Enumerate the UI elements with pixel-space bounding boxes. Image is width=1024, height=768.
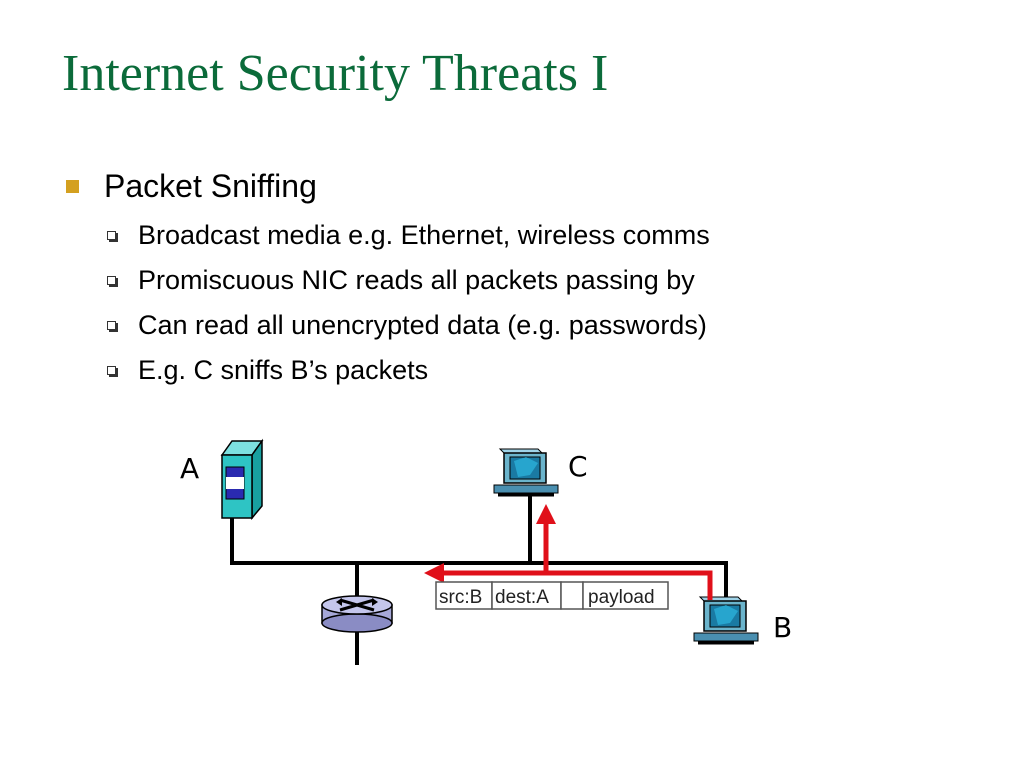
arrowhead-to-a-icon — [424, 563, 444, 583]
hollow-square-bullet-icon — [107, 231, 116, 240]
bullet-packet-sniffing: Packet Sniffing — [66, 166, 317, 206]
sub-bullet: Promiscuous NIC reads all packets passin… — [107, 263, 695, 297]
router-icon — [321, 595, 393, 633]
sub-bullet-text: E.g. C sniffs B’s packets — [138, 355, 429, 385]
arrowhead-to-c-icon — [536, 504, 556, 524]
computer-icon — [493, 448, 559, 497]
packet-flow-arrow — [440, 570, 713, 600]
packet-dest-text: dest:A — [495, 587, 549, 608]
slide-title: Internet Security Threats I — [62, 45, 609, 102]
hollow-square-bullet-icon — [107, 321, 116, 330]
packet-payload-text: payload — [588, 587, 655, 608]
node-label-a: A — [180, 452, 199, 485]
packet-src-text: src:B — [439, 587, 482, 608]
hollow-square-bullet-icon — [107, 276, 116, 285]
packet-field-payload — [582, 581, 669, 610]
sub-bullet: Can read all unencrypted data (e.g. pass… — [107, 308, 707, 342]
sub-bullet-text: Broadcast media e.g. Ethernet, wireless … — [138, 220, 710, 250]
bullet-list: Packet Sniffing Broadcast media e.g. Eth… — [66, 166, 710, 387]
node-label-c: C — [568, 450, 588, 483]
hollow-square-bullet-icon — [107, 366, 116, 375]
node-label-b: B — [773, 611, 792, 644]
sub-bullet: Broadcast media e.g. Ethernet, wireless … — [107, 218, 710, 252]
bullet-text: Packet Sniffing — [104, 168, 317, 204]
server-icon — [220, 438, 264, 521]
packet-field-empty — [560, 581, 584, 610]
square-bullet-icon — [66, 180, 79, 193]
computer-icon — [693, 596, 759, 645]
sub-bullet-text: Promiscuous NIC reads all packets passin… — [138, 265, 695, 295]
packet-field-src — [435, 581, 493, 610]
packet: src:B dest:A payload — [435, 581, 669, 610]
packet-field-dest — [491, 581, 562, 610]
sub-bullet-text: Can read all unencrypted data (e.g. pass… — [138, 310, 707, 340]
sub-bullet: E.g. C sniffs B’s packets — [107, 353, 429, 387]
